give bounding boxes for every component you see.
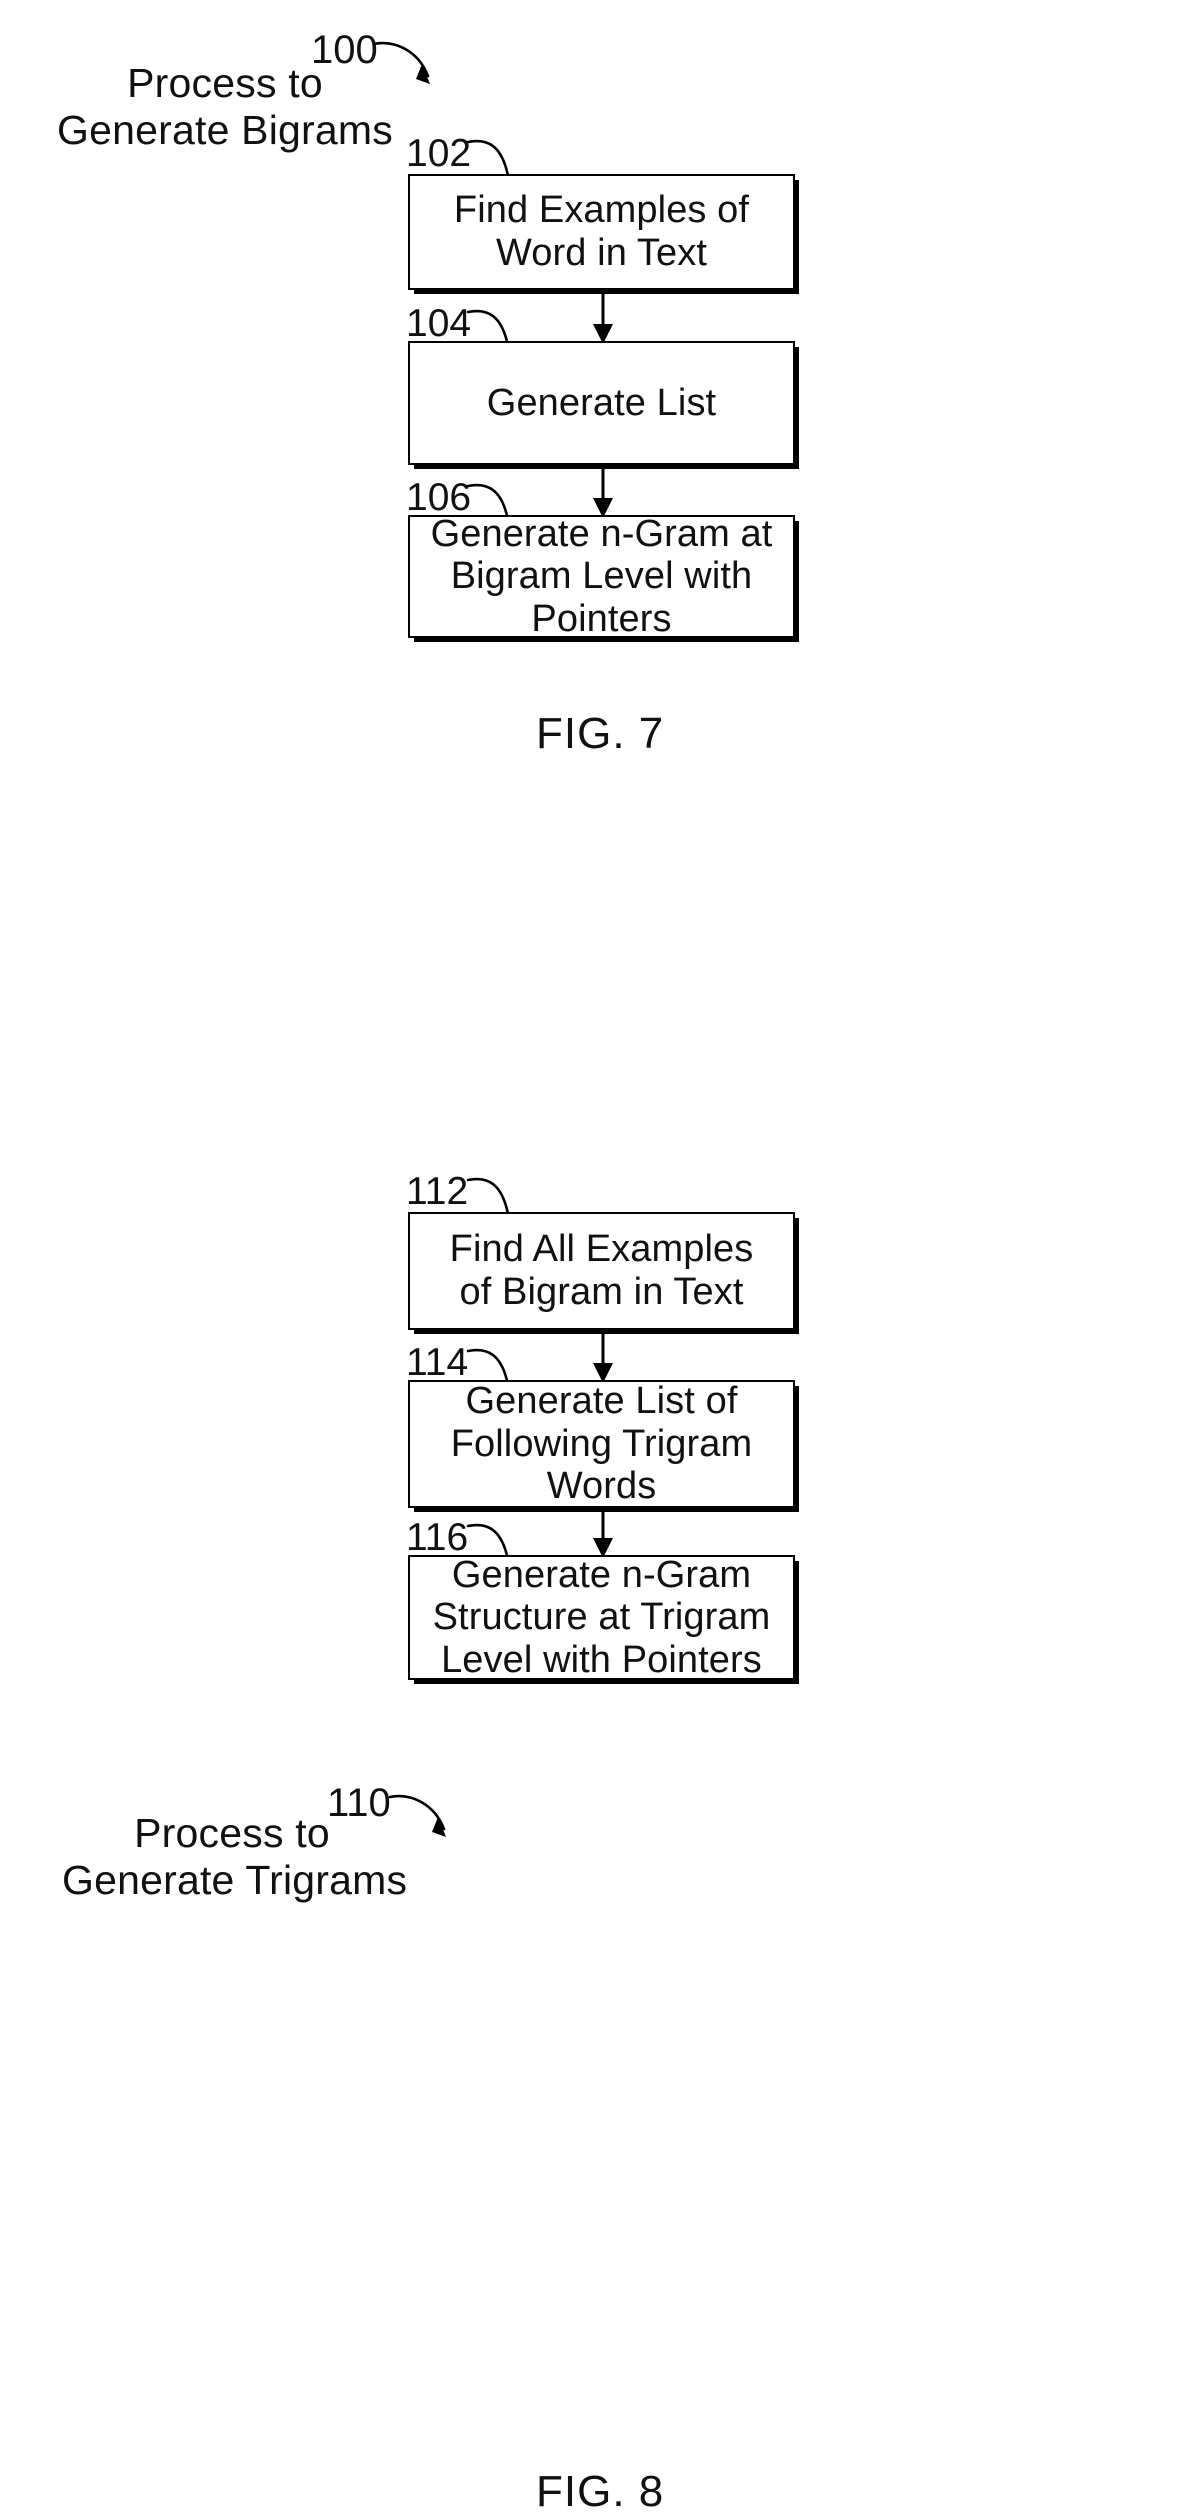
box-102-line-1: Find Examples of [453, 189, 750, 232]
process-box-102[interactable]: Find Examples of Word in Text [408, 174, 795, 290]
figure-8-process-title: Process to Generate Trigrams [62, 1810, 408, 1903]
connector-arrow-104-to-106-icon [593, 465, 613, 518]
box-112-line-2: of Bigram in Text [459, 1271, 744, 1313]
box-114-line-1: Generate List of [465, 1380, 738, 1423]
box-106-line-3: Pointers [531, 597, 672, 640]
box-106-line-1: Generate n-Gram at [430, 512, 773, 555]
process-box-112-text: Find All Examples of Bigram in Text [442, 1228, 762, 1313]
process-box-104-text: Generate List [479, 382, 724, 425]
connector-arrow-112-to-114-icon [593, 1330, 613, 1383]
process-box-114[interactable]: Generate List of Following Trigram Words [408, 1380, 795, 1508]
box-116-line-1: Generate n-Gram [451, 1553, 752, 1596]
process-title-line-2: Generate Bigrams [57, 106, 393, 153]
box-112-line-1: Find All Examples [449, 1228, 754, 1271]
process-box-116-text: Generate n-Gram Structure at Trigram Lev… [425, 1554, 779, 1682]
process-title-line-1: Process to [127, 60, 323, 106]
step-reference-102: 102 [406, 132, 472, 175]
figure-8-main-reference-number: 110 [327, 1781, 391, 1825]
box-114-line-2: Following Trigram [450, 1422, 753, 1465]
box-116-line-3: Level with Pointers [441, 1638, 762, 1681]
figure-7-caption: FIG. 7 [536, 709, 665, 758]
figure-7: Process to Generate Bigrams 100 102 Find… [0, 0, 1200, 1000]
process-box-106-text: Generate n-Gram at Bigram Level with Poi… [423, 513, 781, 641]
figure-7-main-reference-number: 100 [311, 28, 378, 72]
connector-arrow-114-to-116-icon [593, 1508, 613, 1558]
connector-arrow-102-to-104-icon [593, 290, 613, 344]
box-114-line-3: Words [546, 1465, 657, 1508]
figure-7-process-title: Process to Generate Bigrams [55, 60, 395, 153]
step-reference-116: 116 [406, 1516, 469, 1559]
step-reference-104: 104 [406, 302, 472, 345]
step-reference-114: 114 [406, 1341, 469, 1384]
figure-8-caption: FIG. 8 [536, 2467, 665, 2516]
step-reference-112: 112 [406, 1170, 469, 1213]
process-box-114-text: Generate List of Following Trigram Words [443, 1380, 761, 1508]
process-box-104[interactable]: Generate List [408, 341, 795, 465]
process-title-line-1: Process to [134, 1810, 330, 1856]
box-104-line-1: Generate List [486, 381, 717, 424]
process-box-106[interactable]: Generate n-Gram at Bigram Level with Poi… [408, 513, 795, 641]
figure-8: Process to Generate Trigrams 110 112 Fin… [0, 1000, 1200, 2514]
process-box-102-text: Find Examples of Word in Text [446, 189, 757, 274]
process-box-116[interactable]: Generate n-Gram Structure at Trigram Lev… [408, 1554, 795, 1682]
process-box-112[interactable]: Find All Examples of Bigram in Text [408, 1212, 795, 1330]
box-106-line-2: Bigram Level with [450, 555, 753, 598]
box-102-line-2: Word in Text [496, 232, 707, 274]
process-title-line-2: Generate Trigrams [62, 1856, 408, 1903]
box-116-line-2: Structure at Trigram [432, 1596, 771, 1639]
step-reference-106: 106 [406, 476, 472, 519]
